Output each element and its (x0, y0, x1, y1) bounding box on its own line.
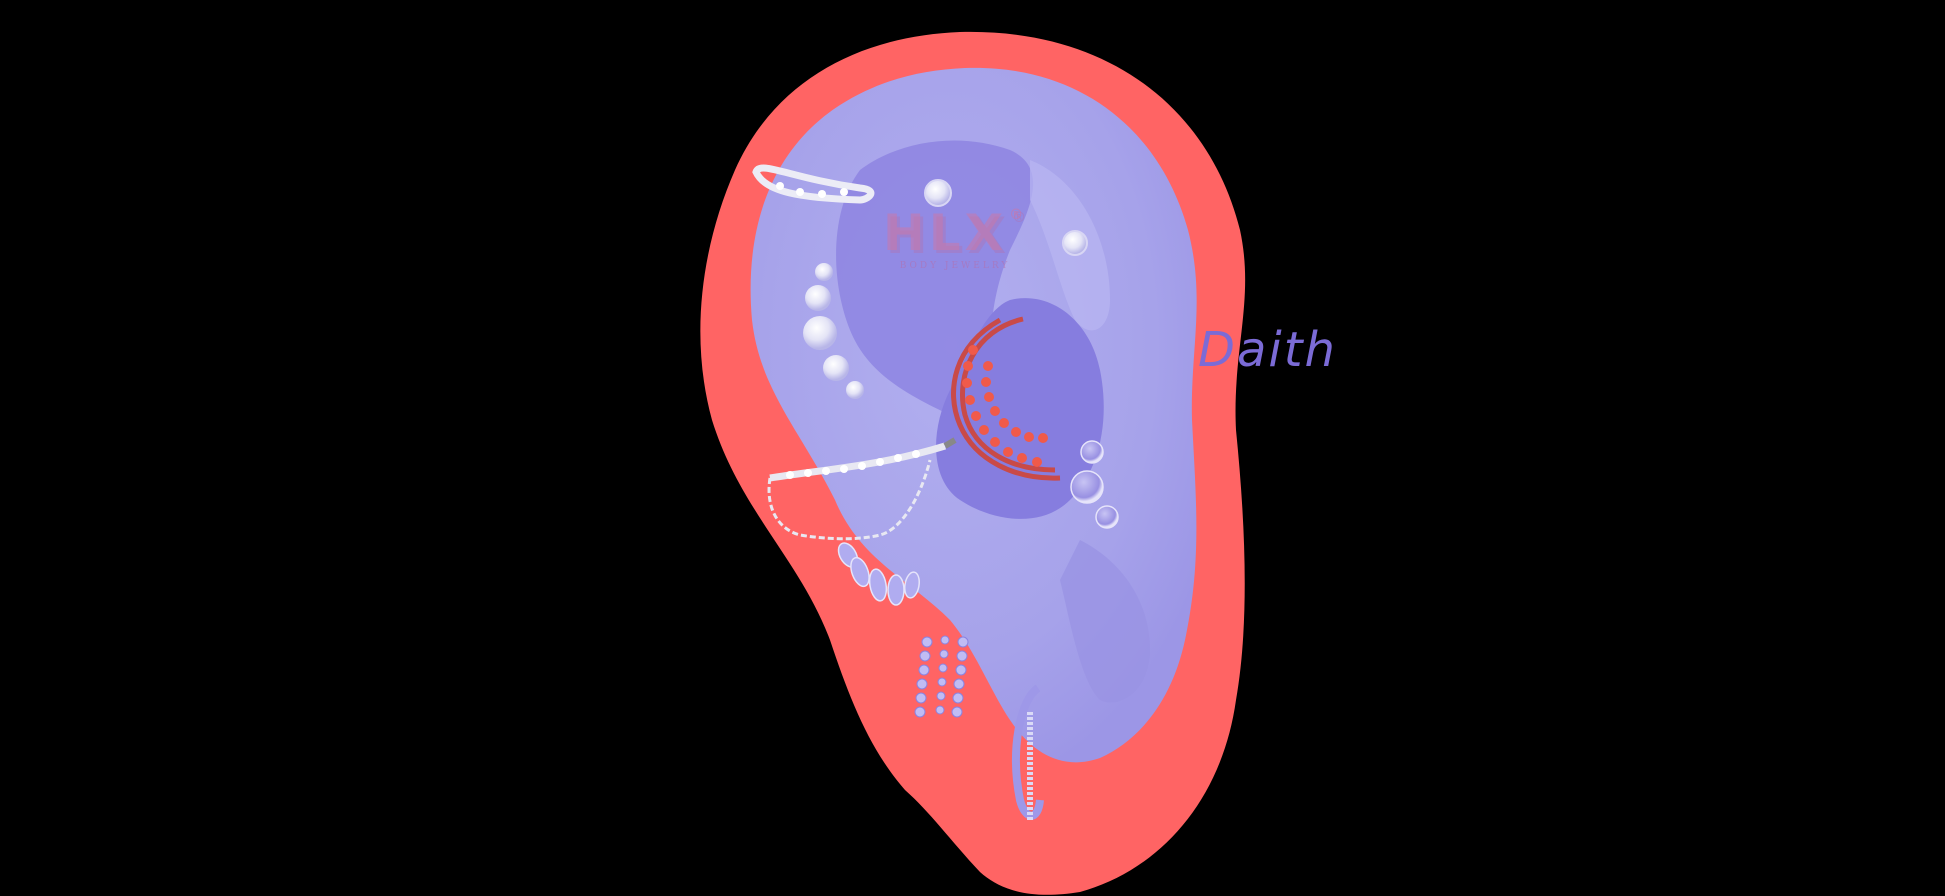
forward-helix-stud[interactable] (924, 179, 952, 207)
concha-shadow (936, 298, 1104, 519)
lobe-shadow (1060, 540, 1150, 703)
upper-helix-stud[interactable] (1062, 230, 1088, 256)
daith-ring[interactable] (951, 316, 1061, 481)
marquise-climber[interactable] (835, 540, 922, 606)
conch-chain-cuff[interactable] (767, 437, 957, 541)
lobe-huggie-triple[interactable] (914, 635, 969, 718)
helix-ring[interactable] (752, 164, 875, 204)
piercing-label-daith[interactable]: Daith (1198, 322, 1337, 378)
helix-stud-cluster[interactable] (803, 263, 864, 399)
lobe-hoop[interactable] (1012, 684, 1044, 822)
tragus-stud-cluster[interactable] (1070, 440, 1119, 529)
